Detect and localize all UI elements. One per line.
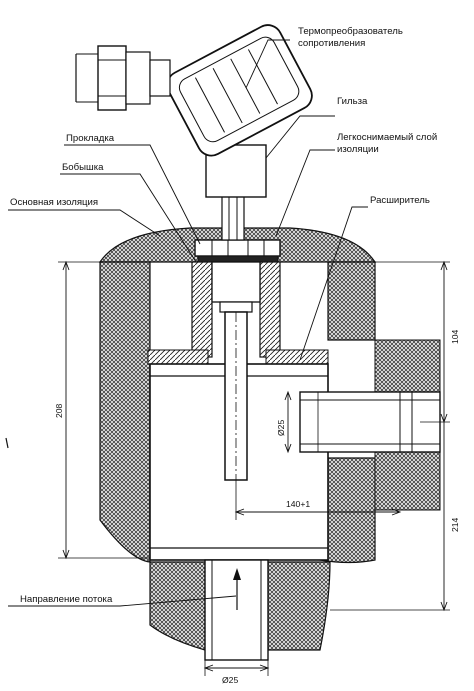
dim-214: 214 (450, 517, 460, 532)
bottom-pipe (204, 559, 269, 661)
thermo-head (75, 24, 313, 241)
sleeve-part (211, 261, 261, 481)
label-group: Термопреобразователь сопротивления Гильз… (10, 26, 460, 685)
insulation-removable-label-line1: Легкоснимаемый слой (337, 132, 437, 143)
gasket-part (194, 239, 281, 263)
sleeve-label: Гильза (337, 96, 368, 107)
dim-side-pipe-diameter: Ø25 (276, 420, 286, 436)
thermo-label-line2: сопротивления (298, 38, 365, 49)
flow-direction-label: Направление потока (20, 594, 113, 605)
dim-insert-length: 140+1 (286, 499, 310, 509)
leader-lines (8, 39, 368, 607)
dim-104: 104 (450, 329, 460, 344)
expander-label: Расширитель (370, 195, 430, 206)
gasket-label: Прокладка (66, 133, 115, 144)
main-insulation-label: Основная изоляция (10, 197, 98, 208)
dim-bottom-pipe-diameter: Ø25 (222, 675, 238, 685)
thermo-label-line1: Термопреобразователь (298, 26, 403, 37)
dimension-lines (5, 260, 450, 676)
boss-label: Бобышка (62, 162, 104, 173)
side-pipe (299, 391, 441, 453)
dim-208: 208 (54, 403, 64, 418)
boss-part (147, 261, 329, 365)
insulation-removable-label-line2: изоляции (337, 144, 379, 155)
